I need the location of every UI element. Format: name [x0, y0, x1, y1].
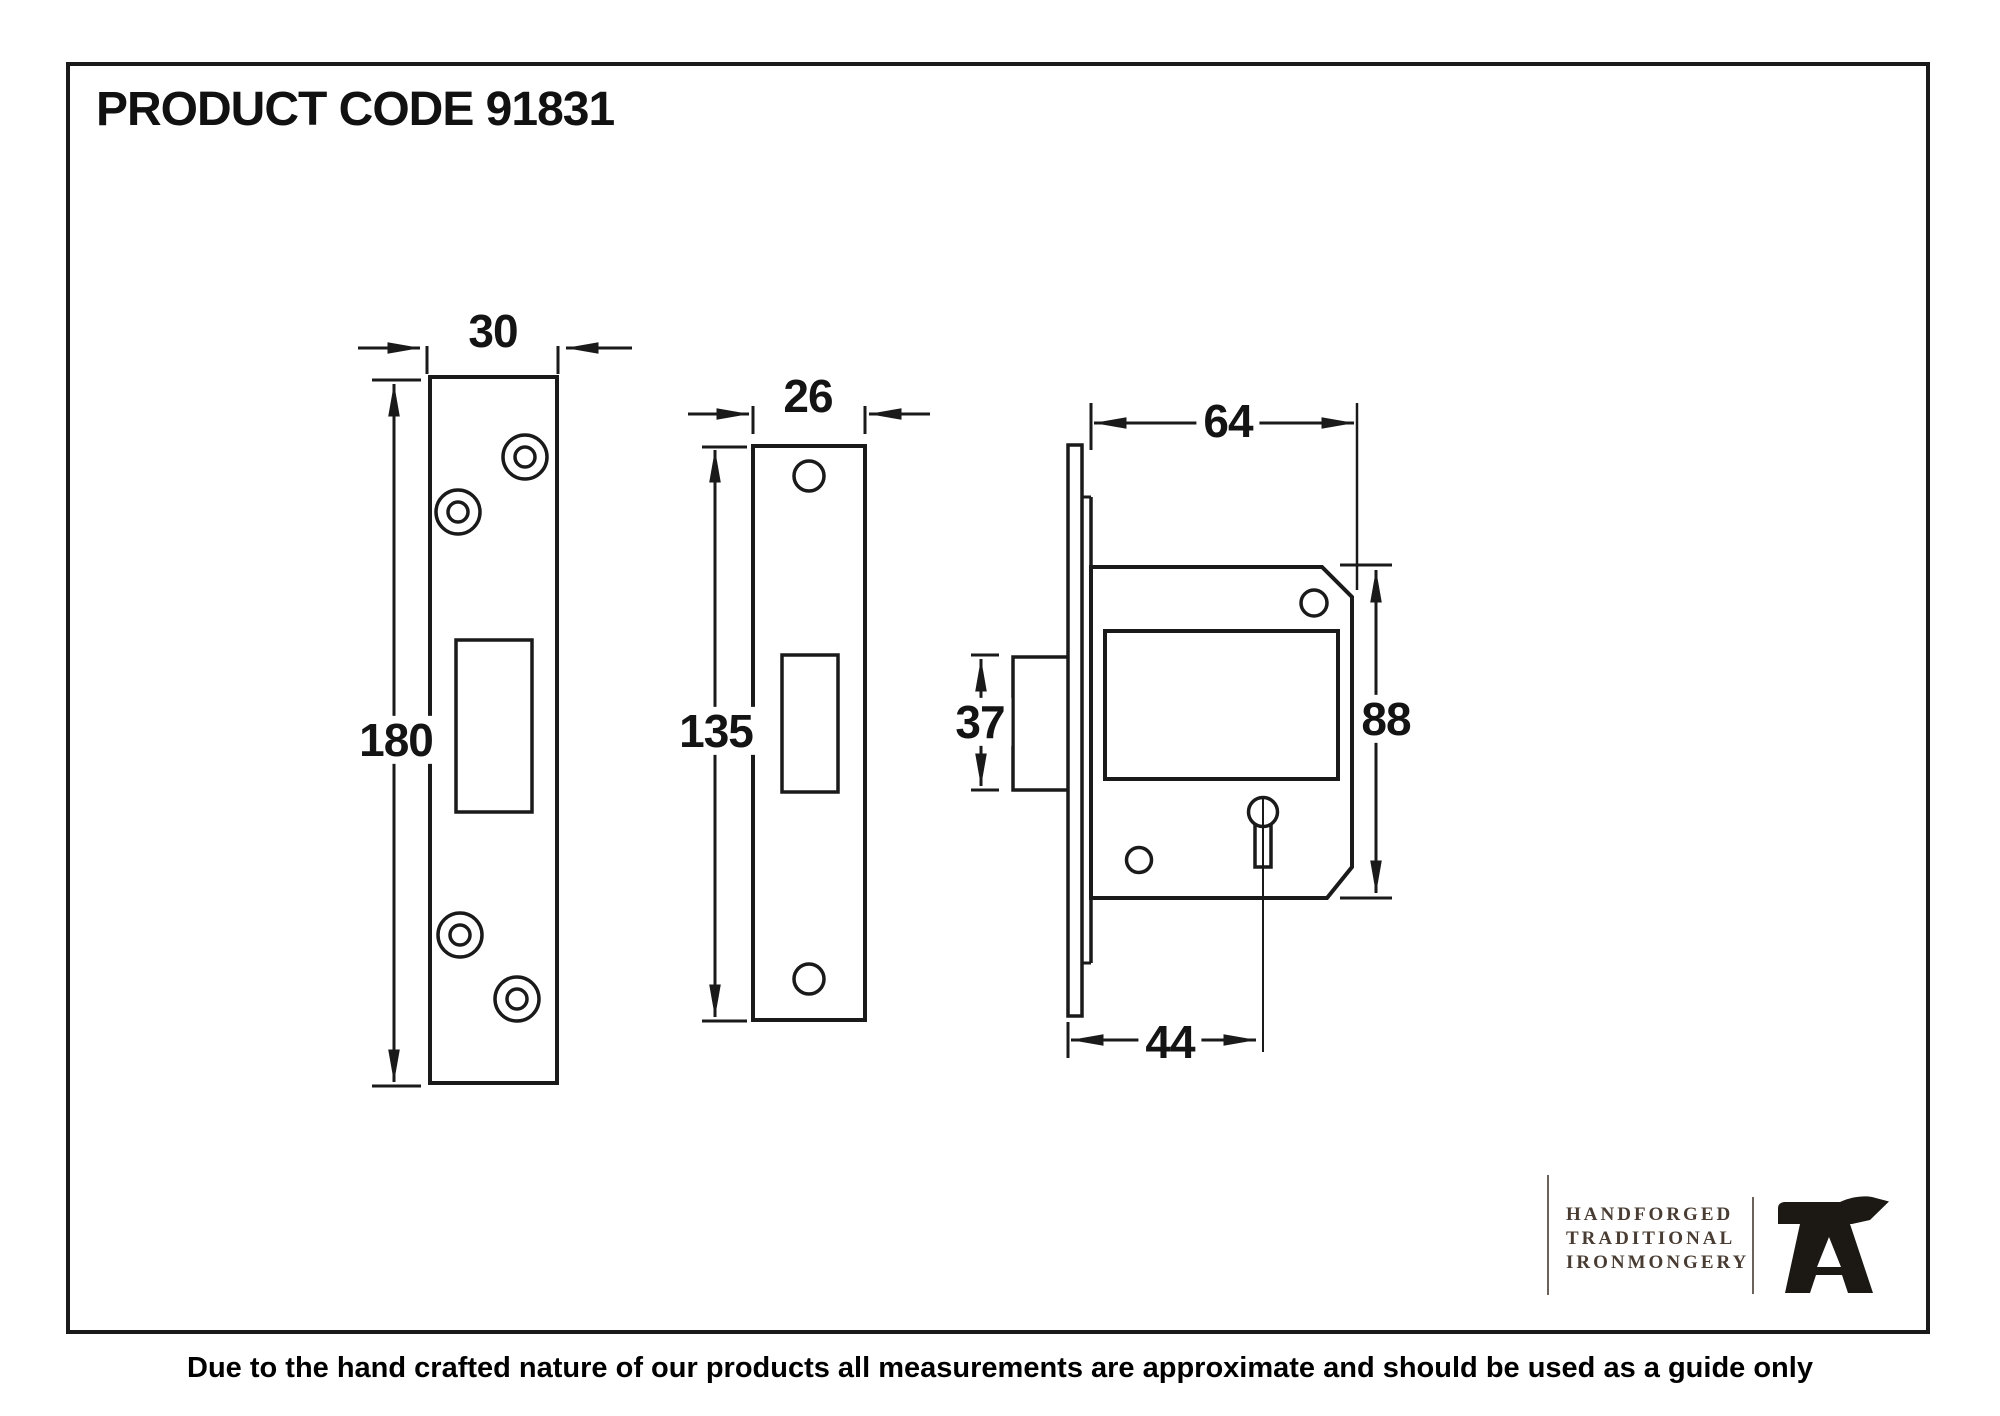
lock-case-body: [1089, 565, 1354, 900]
strike-plate-outline: [751, 444, 867, 1022]
forend-screw-holes: [434, 433, 549, 1023]
keyhole: [1246, 795, 1280, 1052]
forend-width-dimension: [358, 342, 632, 374]
forend-bolt-cutout: [454, 638, 534, 814]
strike-bolt-cutout: [780, 653, 840, 794]
logo-wordmark: HANDFORGED TRADITIONAL IRONMONGERY: [1566, 1203, 1749, 1275]
dim-backset: 44: [1138, 1018, 1202, 1066]
page-title: PRODUCT CODE 91831: [96, 83, 615, 136]
logo-line-2: TRADITIONAL: [1566, 1228, 1736, 1249]
strike-width-dimension: [688, 406, 930, 434]
case-fixing-hole-top: [1299, 588, 1329, 618]
logo-line-3: IRONMONGERY: [1566, 1252, 1750, 1273]
measurement-disclaimer: Due to the hand crafted nature of our pr…: [187, 1352, 1813, 1384]
forend-plate-outline: [428, 375, 559, 1085]
dim-forend-height: 180: [352, 716, 440, 764]
strike-screw-holes: [792, 459, 826, 996]
case-forend-strip: [1066, 443, 1084, 1018]
dim-forend-width: 30: [461, 307, 525, 355]
dim-case-width: 64: [1196, 397, 1260, 445]
dim-deadbolt-height: 37: [948, 698, 1012, 746]
lock-case-view: [971, 403, 1392, 1058]
dim-strike-height: 135: [672, 707, 760, 755]
lock-mechanism-window: [1103, 629, 1340, 781]
logo-left-rule: [1547, 1175, 1549, 1295]
case-fixing-hole-bottom: [1124, 845, 1154, 875]
logo-divider-rule: [1752, 1197, 1754, 1294]
dim-case-height: 88: [1354, 695, 1418, 743]
dim-strike-width: 26: [776, 372, 840, 420]
logo-line-1: HANDFORGED: [1566, 1204, 1734, 1225]
anvil-icon: [1778, 1196, 1889, 1293]
deadbolt-block: [1011, 655, 1068, 792]
